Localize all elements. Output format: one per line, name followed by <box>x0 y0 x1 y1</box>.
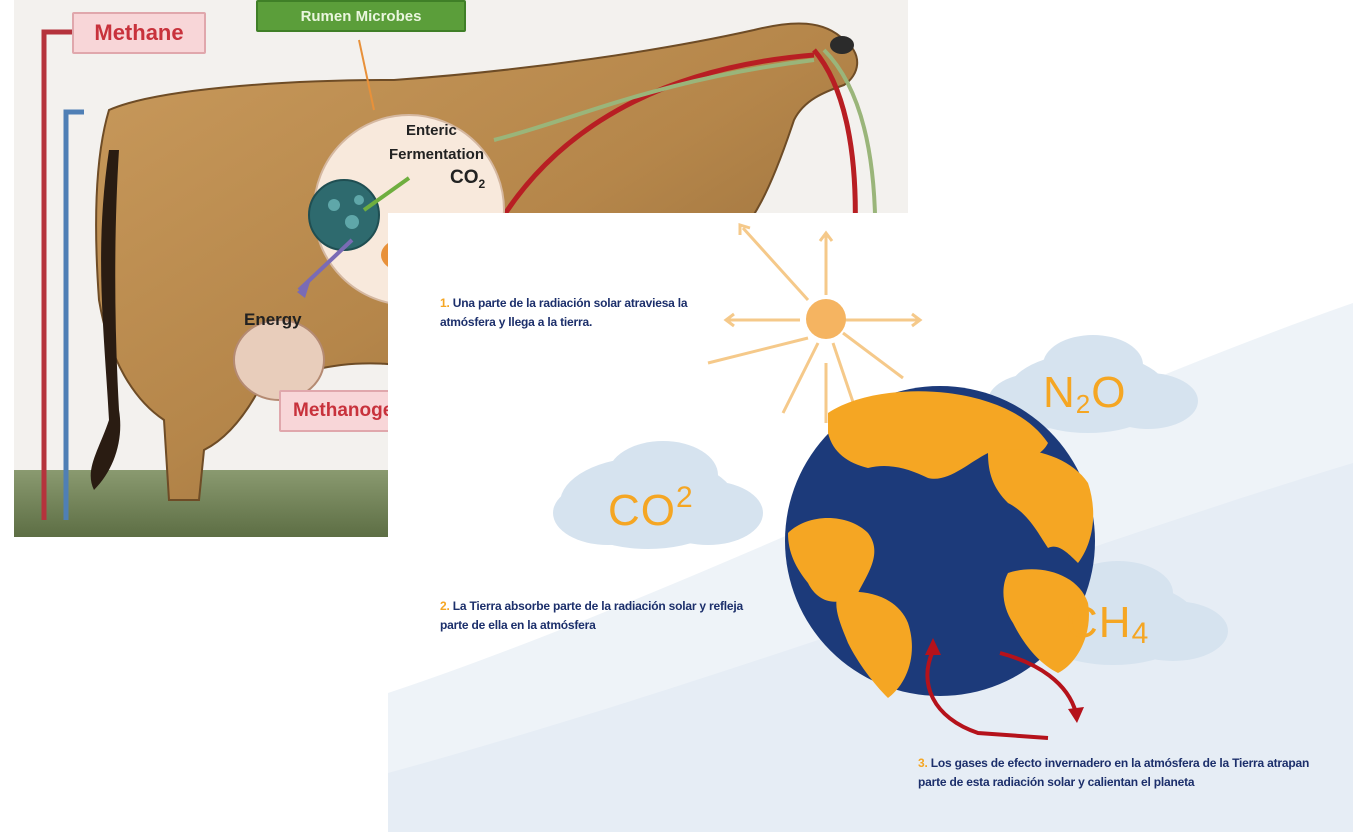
step-2-body: La Tierra absorbe parte de la radiación … <box>440 599 743 632</box>
greenhouse-illustration <box>388 222 1353 832</box>
n2o-gas-n: N <box>1043 368 1076 417</box>
rumen-microbes-tag: Rumen Microbes <box>256 0 466 32</box>
methane-tag: Methane <box>72 12 206 54</box>
ch4-gas-main: CH <box>1066 598 1132 647</box>
step-3-body: Los gases de efecto invernadero en la at… <box>918 756 1310 789</box>
cloud-icon <box>553 441 763 549</box>
energy-arrow <box>297 238 354 292</box>
sun-rays <box>707 222 923 423</box>
co2-gas-main: CO <box>608 486 676 535</box>
ch4-gas-label: CH4 <box>1066 598 1149 651</box>
udder <box>233 319 325 401</box>
green-arc-line <box>493 58 815 142</box>
step-2-text: 2. La Tierra absorbe parte de la radiaci… <box>440 597 760 635</box>
co2-gas-sup: 2 <box>676 481 694 514</box>
earth-globe-icon <box>785 386 1095 698</box>
trapped-arrow <box>999 651 1078 714</box>
red-arc-line <box>481 52 815 252</box>
cow-nose <box>830 36 854 54</box>
methane-return-line <box>41 29 84 520</box>
co2-gas-label: CO2 <box>608 481 694 536</box>
step-1-body: Una parte de la radiación solar atravies… <box>440 296 688 329</box>
tail <box>90 150 121 490</box>
n2o-gas-o: O <box>1091 368 1127 417</box>
greenhouse-effect-diagram: 1. Una parte de la radiación solar atrav… <box>388 213 1353 832</box>
co2-main-text: CO <box>450 167 479 188</box>
step-3-number: 3. <box>918 756 928 770</box>
energy-label: Energy <box>244 310 302 329</box>
n2o-gas-label: N2O <box>1043 368 1126 420</box>
enteric-label: Enteric <box>406 122 457 139</box>
reflection-arrow <box>925 650 1049 740</box>
co2-subscript: 2 <box>478 176 486 191</box>
blue-loop-line <box>63 109 84 520</box>
step-2-number: 2. <box>440 599 450 613</box>
step-1-text: 1. Una parte de la radiación solar atrav… <box>440 294 710 332</box>
n2o-gas-sub: 2 <box>1075 389 1092 419</box>
microbes-cluster <box>308 179 380 251</box>
step-3-text: 3. Los gases de efecto invernadero en la… <box>918 754 1328 792</box>
co2-label: CO2 <box>450 167 485 191</box>
step-1-number: 1. <box>440 296 450 310</box>
sun-icon <box>806 299 846 339</box>
fermentation-label: Fermentation <box>389 146 485 163</box>
ch4-gas-sub: 4 <box>1131 617 1150 650</box>
